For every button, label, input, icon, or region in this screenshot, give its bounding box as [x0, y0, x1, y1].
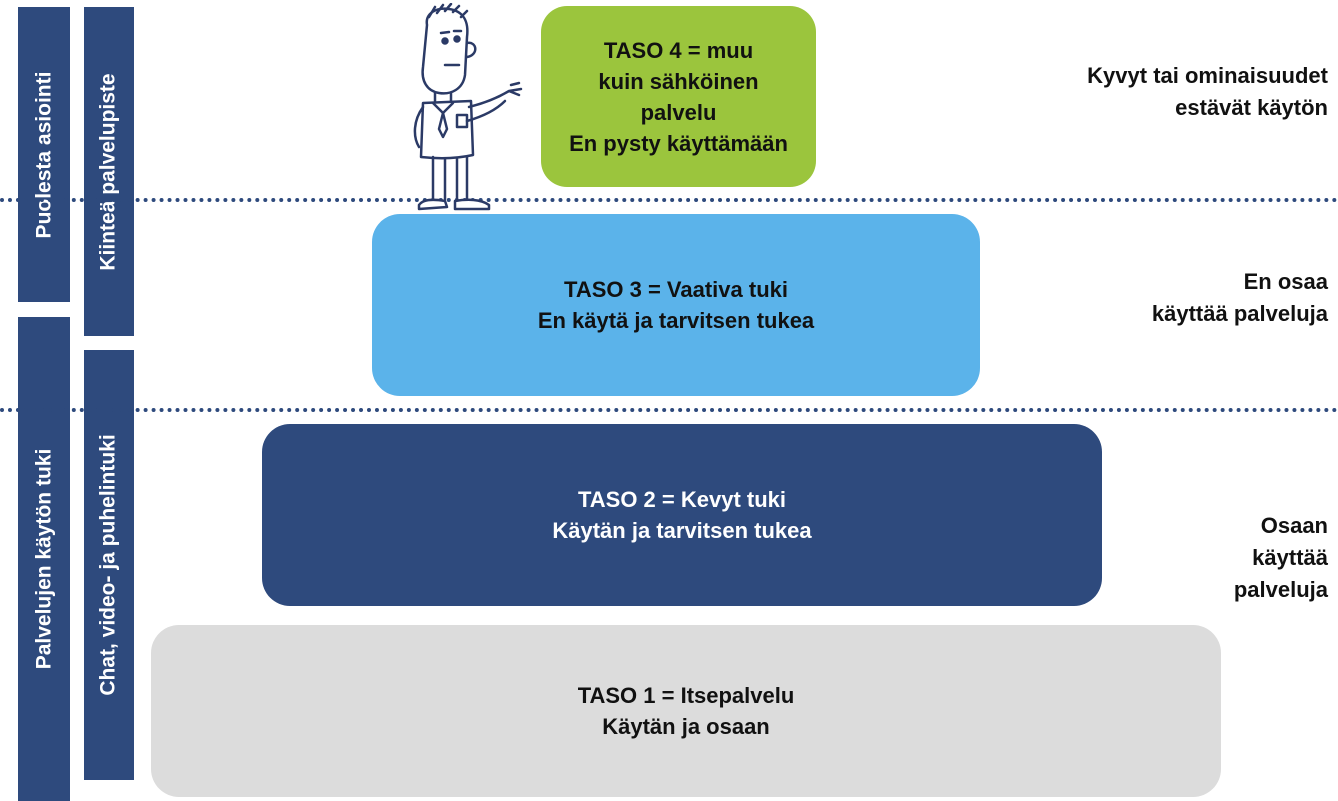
right-label-middle: En osaa käyttää palveluja [1152, 266, 1328, 330]
level-1-box: TASO 1 = Itsepalvelu Käytän ja osaan [151, 625, 1221, 797]
side-bar-remote-label: Chat, video- ja puhelintuki [97, 434, 121, 696]
side-bar-service-point: Kiinteä palvelupiste [84, 7, 134, 336]
level-1-title: TASO 1 = Itsepalvelu [577, 683, 795, 708]
right-label-middle-line-2: käyttää palveluja [1151, 301, 1328, 326]
separator-line-top [0, 198, 1338, 202]
level-4-title-line-3: palvelu [640, 99, 717, 125]
side-bar-support: Palvelujen käytön tuki [18, 317, 70, 801]
level-3-box: TASO 3 = Vaativa tuki En käytä ja tarvit… [372, 214, 980, 396]
right-label-bottom-line-1: Osaan [1260, 513, 1328, 538]
level-3-description: En käytä ja tarvitsen tukea [537, 308, 815, 333]
level-3-title: TASO 3 = Vaativa tuki [564, 277, 788, 302]
right-label-top-line-2: estävät käytön [1175, 95, 1328, 120]
right-label-bottom: Osaan käyttää palveluja [1234, 510, 1328, 606]
side-bar-support-label: Palvelujen käytön tuki [32, 448, 56, 670]
side-bar-remote: Chat, video- ja puhelintuki [84, 350, 134, 780]
right-label-bottom-line-2: käyttää [1252, 545, 1328, 570]
right-label-top-line-1: Kyvyt tai ominaisuudet [1087, 63, 1328, 88]
side-bar-proxy: Puolesta asiointi [18, 7, 70, 302]
right-label-middle-line-1: En osaa [1243, 269, 1328, 294]
level-4-description: En pysty käyttämään [569, 130, 788, 156]
level-4-title-line-1: TASO 4 = muu [603, 37, 754, 63]
level-4-title-line-2: kuin sähköinen [598, 68, 759, 94]
level-4-box: TASO 4 = muu kuin sähköinen palvelu En p… [541, 6, 816, 187]
level-1-description: Käytän ja osaan [602, 714, 770, 739]
level-2-description: Käytän ja tarvitsen tukea [552, 518, 812, 543]
right-label-top: Kyvyt tai ominaisuudet estävät käytön [1087, 60, 1328, 124]
level-2-box: TASO 2 = Kevyt tuki Käytän ja tarvitsen … [262, 424, 1102, 606]
right-label-bottom-line-3: palveluja [1233, 577, 1328, 602]
separator-line-middle [0, 408, 1338, 412]
cartoon-man-pointing-icon [405, 2, 525, 220]
side-bar-proxy-label: Puolesta asiointi [32, 71, 55, 238]
level-2-title: TASO 2 = Kevyt tuki [577, 487, 787, 512]
side-bar-service-point-label: Kiinteä palvelupiste [97, 72, 121, 271]
